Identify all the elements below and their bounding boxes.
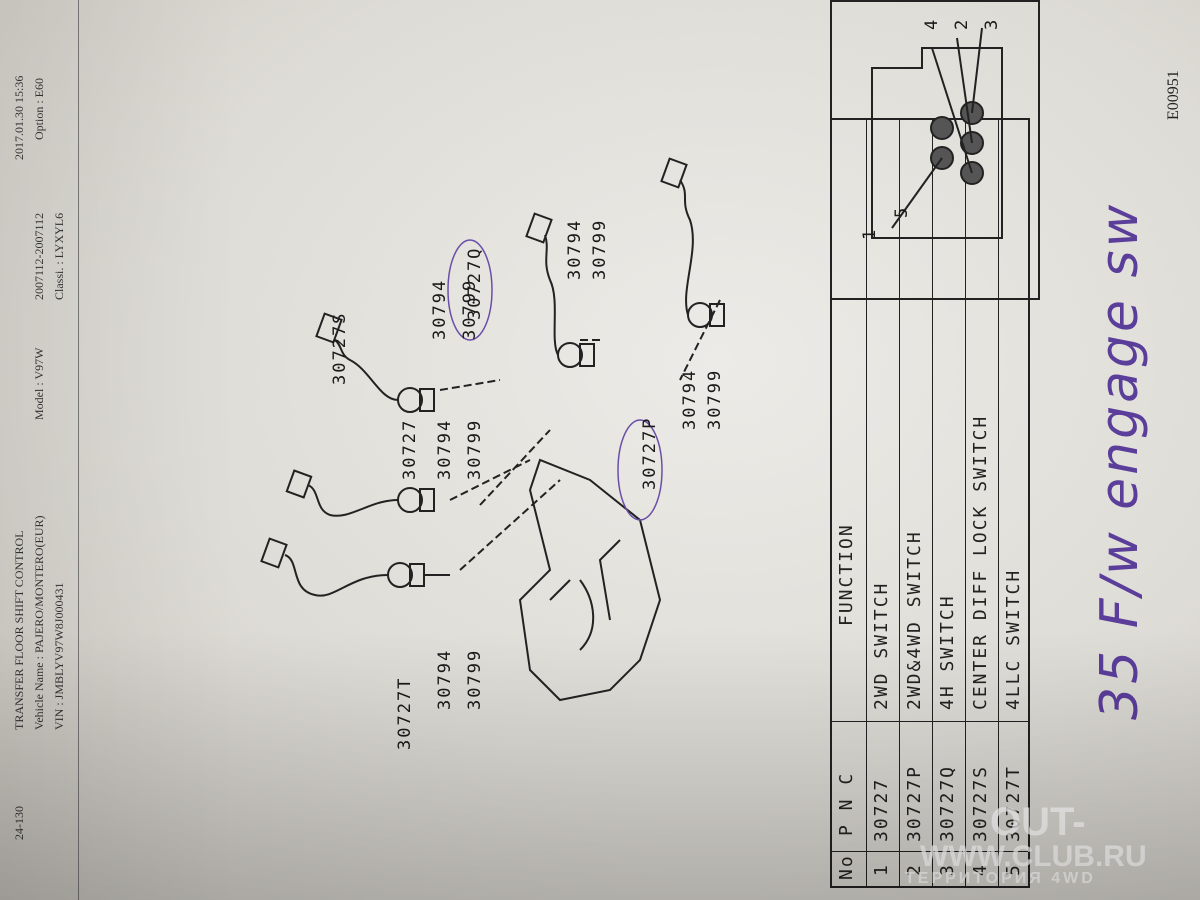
print-date: 2017.01.30 15:36 <box>12 75 26 160</box>
switch-30727S <box>315 312 435 413</box>
label-30727Q: 30727Q <box>465 246 485 320</box>
parts-diagram <box>260 157 725 702</box>
page-number: 24-130 <box>12 806 26 840</box>
housing-detail <box>549 539 621 651</box>
switch-30727Q <box>525 212 595 368</box>
option: Option : E60 <box>32 78 46 140</box>
switch-30727P <box>660 157 725 328</box>
handwritten-note: 35 F/w engage sw <box>1090 201 1150 720</box>
leader-lines <box>439 299 721 571</box>
transfer-housing <box>518 458 662 702</box>
pin-5: 5 <box>892 205 912 218</box>
circle-30727Q <box>447 239 493 341</box>
vehicle-name: Vehicle Name : PAJERO/MONTERO(EUR) <box>32 515 46 730</box>
col-function: FUNCTION <box>836 523 857 626</box>
col-no: No <box>836 854 857 880</box>
label-30794-c: 30794 <box>430 278 450 340</box>
pin-3: 3 <box>982 17 1002 30</box>
label-30794-a: 30794 <box>435 648 455 710</box>
label-30794-e: 30794 <box>680 368 700 430</box>
pin-1: 1 <box>860 227 880 240</box>
page-title: TRANSFER FLOOR SHIFT CONTROL <box>12 530 26 730</box>
watermark-line2: WWW.CLUB.RU <box>920 840 1147 873</box>
label-30794-d: 30794 <box>565 218 585 280</box>
classi: Classi. : LYXYL6 <box>52 212 66 300</box>
connector-drawing <box>871 27 1003 239</box>
label-30727P: 30727P <box>640 416 660 490</box>
figure-code: E00951 <box>1165 70 1182 120</box>
production-range: 2007112-2007112 <box>32 212 46 300</box>
document-header: 24-130 TRANSFER FLOOR SHIFT CONTROL 2017… <box>12 0 82 900</box>
label-30799-b: 30799 <box>465 418 485 480</box>
connector-pinout: 1 2 3 4 5 <box>830 0 1040 300</box>
circle-30727P <box>617 419 663 521</box>
watermark-line1: OUT- <box>990 800 1086 844</box>
label-30727: 30727 <box>400 418 420 480</box>
label-30799-e: 30799 <box>705 368 725 430</box>
vin: VIN : JMBLYV97W8J000431 <box>52 582 66 730</box>
label-30727T: 30727T <box>395 676 415 750</box>
pin-2: 2 <box>952 17 972 30</box>
watermark-line3: ТЕРРИТОРИЯ 4WD <box>905 870 1096 887</box>
pin-4: 4 <box>922 17 942 30</box>
label-30727S: 30727S <box>330 311 350 385</box>
label-30799-a: 30799 <box>465 648 485 710</box>
switch-30727T <box>260 537 450 597</box>
label-30794-b: 30794 <box>435 418 455 480</box>
col-pnc: P N C <box>836 771 857 836</box>
label-30799-d: 30799 <box>590 218 610 280</box>
model: Model : V97W <box>32 347 46 420</box>
switch-30727 <box>285 469 435 517</box>
header-divider <box>78 0 79 900</box>
